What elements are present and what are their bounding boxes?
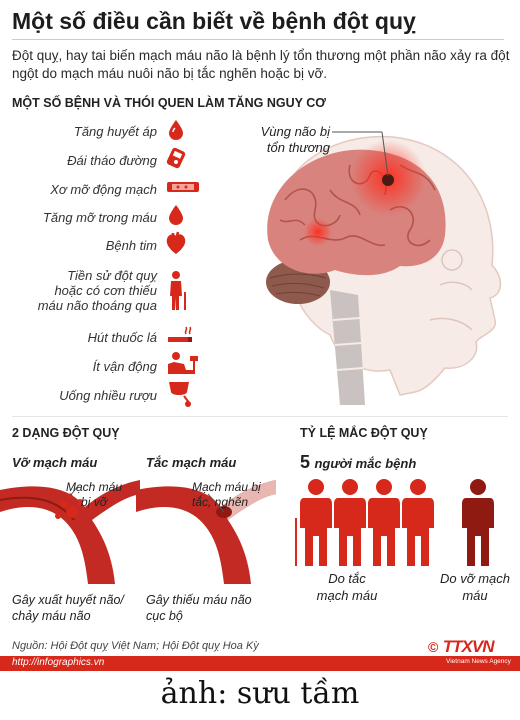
person-blocked-icon: [368, 479, 400, 566]
glucose-meter-icon: [166, 147, 186, 169]
page-title: Một số điều cần biết về bệnh đột quỵ: [12, 8, 416, 34]
brain-head-illustration: [266, 131, 502, 405]
ratio-count: 5: [300, 452, 311, 472]
ratio-count-row: 5 người mắc bệnh: [300, 452, 416, 473]
image-caption: ảnh: sưu tầm: [160, 676, 360, 711]
risk-item-heart-disease: Bệnh tim: [105, 238, 157, 253]
brain-damage-label: Vùng não bị tổn thương: [260, 124, 330, 155]
ratio-count-label: người mắc bệnh: [314, 456, 417, 471]
ratio-heading: TỶ LỆ MẮC ĐỘT QUỴ: [300, 426, 428, 440]
blockage-description: Gây thiếu máu não cục bộ: [146, 593, 252, 623]
blood-drop-icon: [169, 205, 183, 225]
types-heading: 2 DẠNG ĐỘT QUỴ: [12, 426, 120, 440]
risk-item-diabetes: Đái tháo đường: [67, 153, 157, 168]
ruptured-vessel-illustration: [0, 480, 140, 584]
copyright-icon: ©: [428, 639, 439, 655]
blockage-title: Tắc mạch máu: [146, 455, 237, 470]
section-divider: [12, 416, 508, 417]
footer-url[interactable]: http://infographics.vn: [12, 657, 105, 668]
brand-subtitle-text: Vietnam News Agency: [446, 658, 511, 665]
wine-glass-icon: [169, 382, 191, 407]
cigarette-icon: [168, 326, 192, 342]
person-blocked-icon: [334, 479, 366, 566]
blockage-callout: Mạch máu bị tắc, nghẽn: [192, 480, 261, 509]
blood-drop-icon: [169, 120, 183, 140]
ratio-people-chart: [295, 479, 494, 566]
person-blocked-icon: [295, 479, 332, 566]
couch-person-icon: [168, 352, 198, 374]
risk-list: Tăng huyết áp Đái tháo đường Xơ mỡ động …: [0, 0, 200, 420]
risks-heading: MỘT SỐ BỆNH VÀ THÓI QUEN LÀM TĂNG NGUY C…: [12, 96, 326, 110]
risk-item-hyperlipidemia: Tăng mỡ trong máu: [42, 210, 157, 225]
person-blocked-icon: [402, 479, 434, 566]
risk-item-hypertension: Tăng huyết áp: [73, 124, 157, 139]
risk-item-alcohol: Uống nhiều rượu: [59, 388, 157, 403]
brand-logo: © TTXVN: [428, 637, 495, 657]
title-underline: [12, 39, 504, 40]
risk-item-smoking: Hút thuốc lá: [87, 330, 157, 345]
person-rupture-icon: [462, 479, 494, 566]
rupture-ratio-label: Do vỡ mạch máu: [440, 571, 510, 603]
rupture-title: Vỡ mạch máu: [12, 455, 98, 470]
risk-item-stroke-history: Tiền sử đột quỵ hoặc có cơn thiếu máu nã…: [37, 268, 157, 313]
rupture-description: Gây xuất huyết não/ chảy máu não: [12, 593, 124, 623]
elderly-person-icon: [170, 271, 186, 310]
artery-icon: [167, 182, 199, 192]
intro-text: Đột quỵ, hay tai biến mạch máu não là bệ…: [12, 48, 510, 81]
blocked-label: Do tắc mạch máu: [316, 571, 378, 603]
footer-bar: [0, 656, 520, 671]
source-text: Nguồn: Hội Đột quỵ Việt Nam; Hội Đột quỵ…: [12, 640, 259, 652]
risk-item-inactivity: Ít vận động: [92, 359, 157, 374]
blocked-vessel-illustration: [136, 480, 276, 584]
heart-icon: [166, 231, 186, 254]
risk-item-atherosclerosis: Xơ mỡ động mạch: [50, 182, 157, 197]
rupture-callout: Mạch máu bị vỡ: [65, 480, 123, 509]
brand-name: TTXVN: [442, 637, 495, 656]
